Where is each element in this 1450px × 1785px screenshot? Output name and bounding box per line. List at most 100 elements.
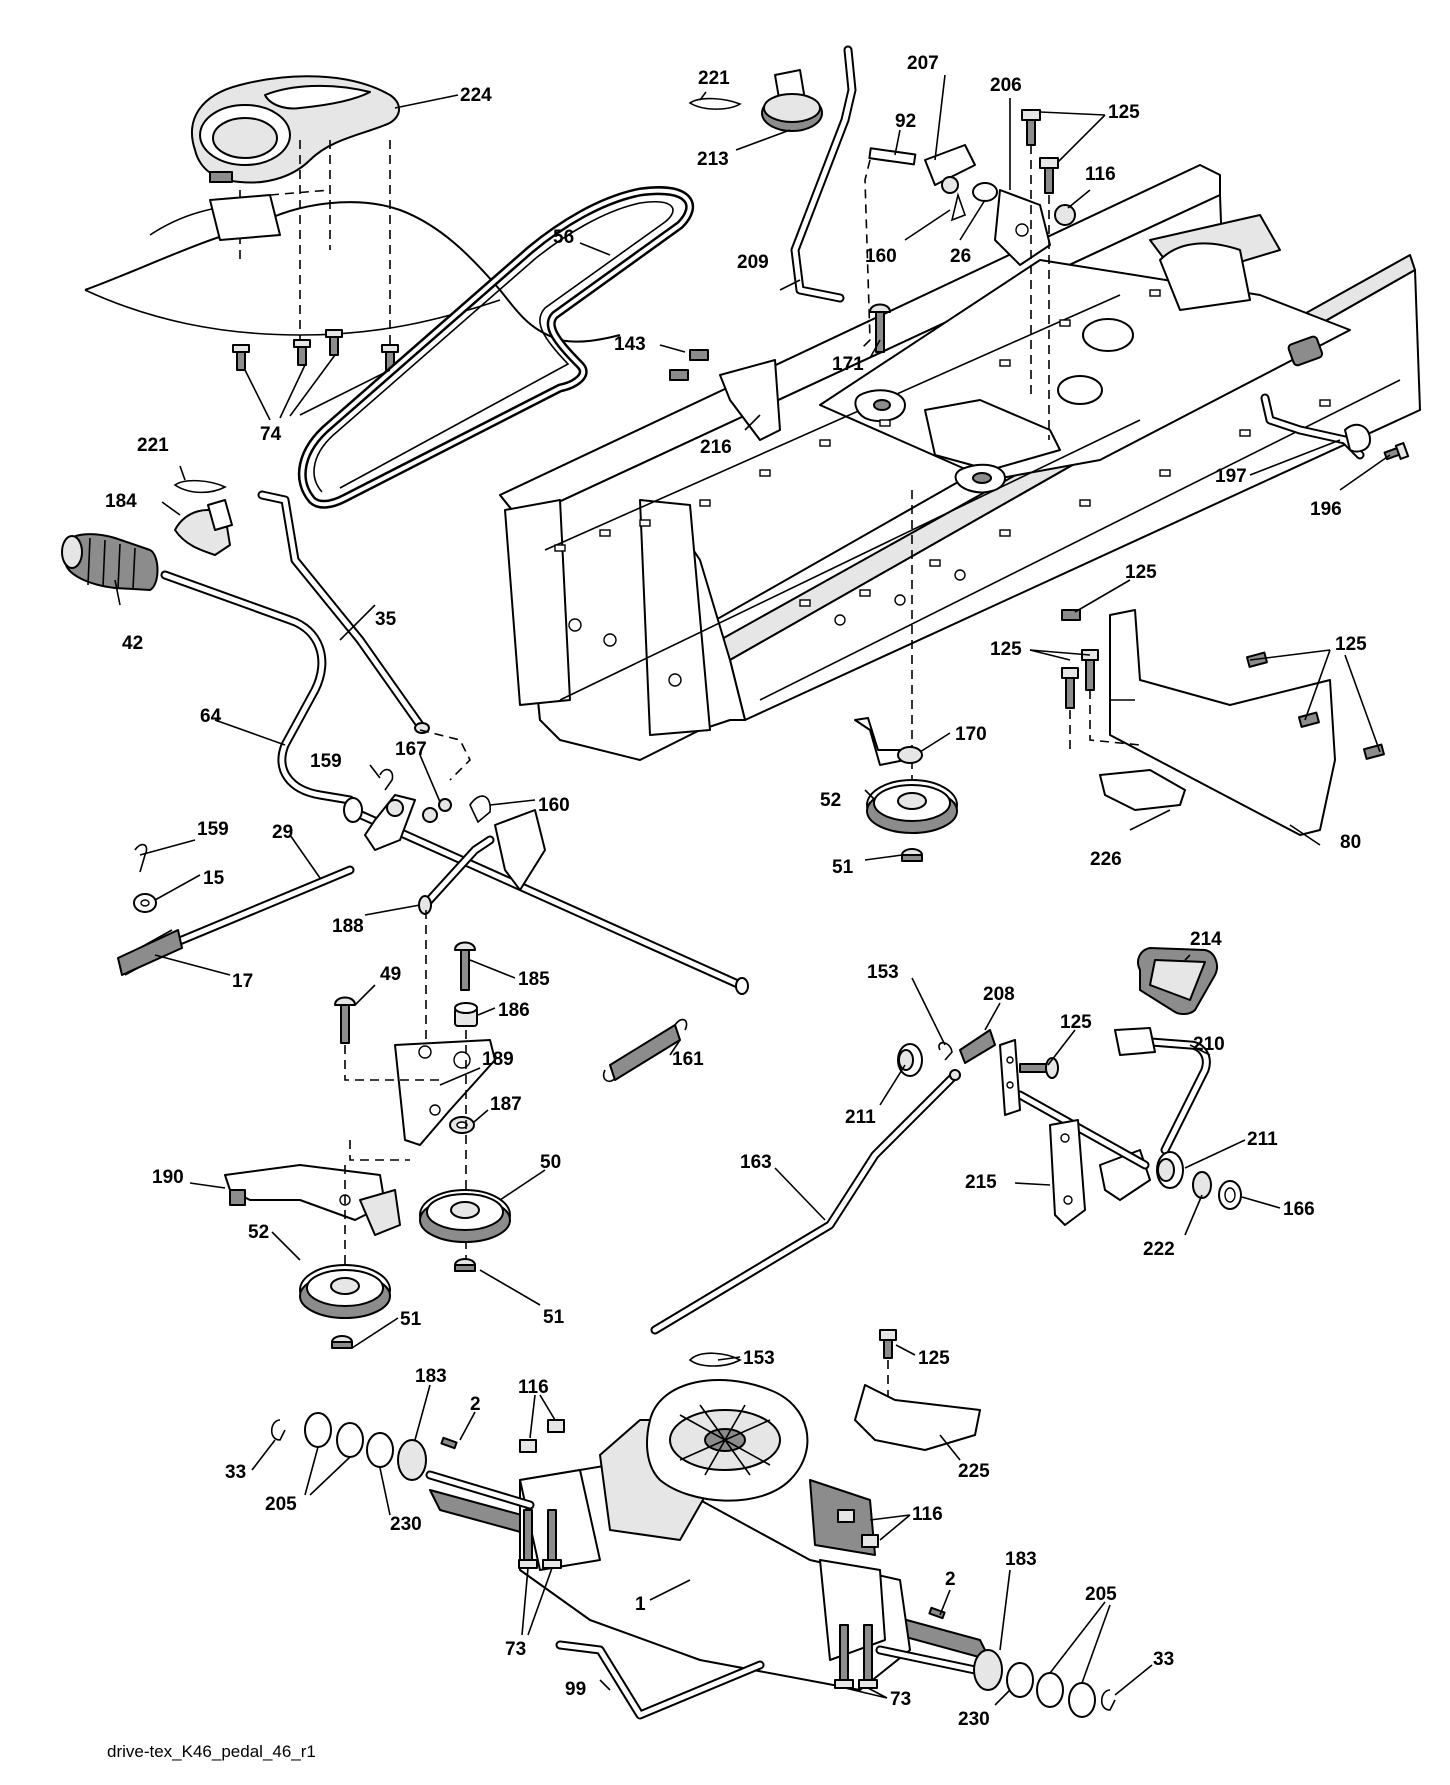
callout-125: 125 — [1335, 634, 1367, 655]
callout-2: 2 — [945, 1569, 956, 1590]
callout-51: 51 — [543, 1307, 565, 1328]
clip-153-pedal — [938, 1041, 953, 1061]
hairpin-clip-221-top — [688, 97, 742, 110]
callout-221: 221 — [137, 435, 169, 456]
callout-205: 205 — [1085, 1584, 1117, 1605]
callout-159: 159 — [197, 819, 229, 840]
callout-214: 214 — [1190, 929, 1222, 950]
callout-99: 99 — [565, 1679, 586, 1700]
callout-208: 208 — [983, 984, 1015, 1005]
callout-187: 187 — [490, 1094, 522, 1115]
callout-33: 33 — [225, 1462, 246, 1483]
washer-166 — [1218, 1180, 1242, 1210]
hairpin-clip-221-left — [173, 479, 227, 494]
bracket-216 — [669, 349, 781, 441]
bushing-211-right — [1156, 1151, 1184, 1189]
nut-51-right — [901, 848, 923, 862]
nuts-116 — [519, 1419, 879, 1548]
callout-73: 73 — [890, 1689, 911, 1710]
drive-belt — [297, 186, 694, 509]
callout-230: 230 — [390, 1514, 422, 1535]
callout-17: 17 — [232, 971, 253, 992]
nut-51-bottom — [331, 1335, 353, 1349]
knob-213 — [761, 69, 823, 132]
spacer-186 — [454, 1002, 478, 1027]
bracket-207 — [868, 144, 976, 194]
axle-left — [425, 1470, 535, 1510]
callout-116: 116 — [1085, 164, 1116, 185]
spring-208 — [959, 1029, 996, 1064]
pedal-pad-214 — [1137, 947, 1218, 1016]
bolts-125-top — [1021, 109, 1076, 226]
callout-125: 125 — [1060, 1012, 1092, 1033]
callout-183: 183 — [415, 1366, 447, 1387]
callout-153: 153 — [867, 962, 899, 983]
callout-15: 15 — [203, 868, 225, 889]
callout-207: 207 — [907, 53, 939, 74]
callout-116: 116 — [912, 1504, 943, 1525]
callout-166: 166 — [1283, 1199, 1315, 1220]
callout-1: 1 — [635, 1594, 646, 1615]
cross-shaft — [343, 794, 749, 995]
fender-panel — [84, 75, 621, 350]
callout-92: 92 — [895, 111, 916, 132]
callout-190: 190 — [152, 1167, 184, 1188]
bracket-226 — [1099, 769, 1186, 811]
washer-187 — [449, 1116, 475, 1134]
pedal-shaft — [999, 1039, 1150, 1170]
callout-64: 64 — [200, 706, 222, 727]
callout-labels: 224 221 213 207 206 125 92 116 56 160 26… — [105, 53, 1367, 1730]
axle-right — [875, 1645, 980, 1675]
callout-125: 125 — [918, 1348, 950, 1369]
callout-29: 29 — [272, 822, 293, 843]
rod-197 — [1260, 393, 1371, 460]
callout-51: 51 — [400, 1309, 422, 1330]
pin-188 — [418, 835, 495, 915]
callout-209: 209 — [737, 252, 769, 273]
callout-211: 211 — [1247, 1129, 1278, 1150]
pulley-52-bottom — [299, 1264, 391, 1319]
callout-26: 26 — [950, 246, 971, 267]
pedal-arm-210 — [1099, 1027, 1211, 1201]
bracket-206 — [950, 182, 1051, 266]
axle-hardware-right — [928, 1606, 1116, 1718]
callout-125: 125 — [990, 639, 1022, 660]
callout-211: 211 — [845, 1107, 876, 1128]
idler-arm-170 — [854, 717, 923, 766]
callout-74: 74 — [260, 424, 282, 445]
callout-153: 153 — [743, 1348, 775, 1369]
callout-196: 196 — [1310, 499, 1342, 520]
callout-188: 188 — [332, 916, 364, 937]
callout-183: 183 — [1005, 1549, 1037, 1570]
callout-186: 186 — [498, 1000, 530, 1021]
callout-189: 189 — [482, 1049, 514, 1070]
rod-163 — [650, 1069, 961, 1335]
bolt-125-axle — [879, 1329, 897, 1359]
chassis-frame — [499, 164, 1421, 761]
shift-lever-64 — [160, 570, 355, 805]
bolt-185 — [454, 941, 476, 991]
callout-161: 161 — [672, 1049, 704, 1070]
callout-125: 125 — [1108, 102, 1140, 123]
carriage-bolt-171 — [869, 303, 891, 353]
callout-213: 213 — [697, 149, 729, 170]
callout-143: 143 — [614, 334, 646, 355]
diagram-caption: drive-tex_K46_pedal_46_r1 — [107, 1742, 316, 1761]
callout-222: 222 — [1143, 1239, 1175, 1260]
cap-184 — [174, 499, 233, 556]
callout-49: 49 — [380, 964, 401, 985]
callout-215: 215 — [965, 1172, 997, 1193]
spring-17 — [117, 929, 183, 976]
callout-170: 170 — [955, 724, 987, 745]
callout-160: 160 — [538, 795, 570, 816]
callout-226: 226 — [1090, 849, 1122, 870]
nut-51-center — [454, 1258, 476, 1272]
bolt-125-pedal — [1019, 1057, 1059, 1079]
callout-73: 73 — [505, 1639, 526, 1660]
callout-171: 171 — [832, 354, 864, 375]
callout-221: 221 — [698, 68, 730, 89]
bracket-215 — [1049, 1119, 1086, 1226]
callout-52: 52 — [820, 790, 841, 811]
idler-plate-189 — [394, 1039, 496, 1146]
